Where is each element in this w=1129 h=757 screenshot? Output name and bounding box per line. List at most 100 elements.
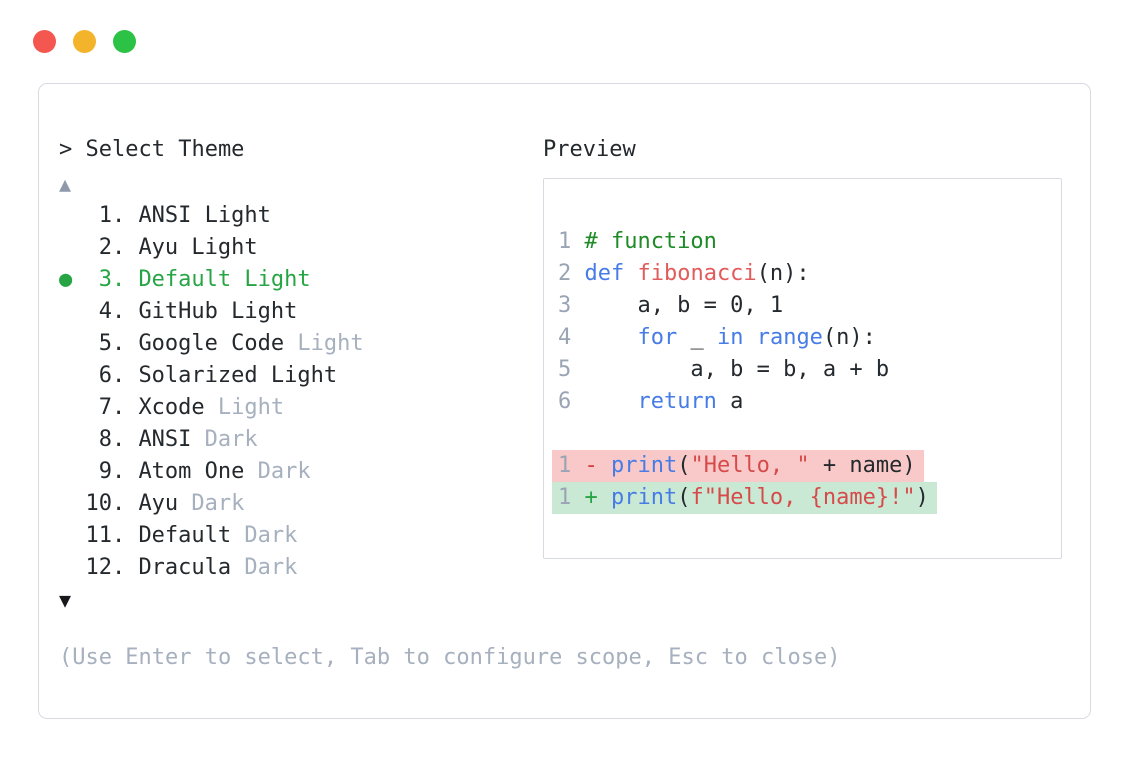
bullet-slot	[59, 552, 72, 584]
code-token: print	[610, 485, 678, 510]
theme-number: 9.	[98, 459, 126, 484]
code-line: 6 return a	[558, 386, 1061, 418]
theme-variant: Dark	[244, 459, 311, 484]
theme-number: 12.	[85, 555, 126, 580]
theme-number: 1.	[98, 203, 126, 228]
diff-highlight-removed: 1- print("Hello, " + name)	[552, 450, 924, 482]
code-token	[584, 325, 637, 350]
theme-variant: Dark	[231, 555, 298, 580]
theme-name: Dracula	[138, 555, 232, 580]
theme-number: 4.	[98, 299, 126, 324]
line-number: 1	[558, 485, 572, 510]
code-token: )	[915, 485, 929, 510]
bullet-slot	[59, 232, 72, 264]
theme-item-2[interactable]: 2. Ayu Light	[59, 232, 364, 264]
code-token: (	[677, 485, 691, 510]
theme-number: 11.	[85, 523, 126, 548]
diff-removed-sign: -	[584, 453, 611, 478]
theme-number: 6.	[98, 363, 126, 388]
theme-list: 1. ANSI Light 2. Ayu Light ● 3. Default Light…	[59, 200, 364, 584]
theme-name: ANSI Light	[138, 203, 271, 228]
diff-highlight-added: 1+ print(f"Hello, {name}!")	[552, 482, 937, 514]
theme-variant: Dark	[231, 523, 298, 548]
code-token: range	[756, 325, 823, 350]
theme-item-8[interactable]: 8.ANSI Dark	[59, 424, 364, 456]
code-token: print	[610, 453, 678, 478]
theme-item-12[interactable]: 12. Dracula Dark	[59, 552, 364, 584]
theme-variant: Dark	[178, 491, 245, 516]
bullet-slot	[59, 424, 72, 456]
theme-name: Default	[138, 523, 232, 548]
line-number: 4	[558, 325, 572, 350]
line-number: 5	[558, 357, 572, 382]
bullet-slot	[59, 456, 72, 488]
code-token	[624, 261, 637, 286]
theme-variant: Light	[284, 331, 364, 356]
theme-number: 2.	[98, 235, 126, 260]
theme-name: GitHub Light	[138, 299, 298, 324]
close-button[interactable]	[33, 30, 56, 53]
theme-item-1[interactable]: 1. ANSI Light	[59, 200, 364, 232]
theme-name: Atom One	[138, 459, 245, 484]
code-token: def	[584, 261, 625, 286]
bullet-slot	[59, 520, 72, 552]
theme-name: Default Light	[138, 267, 311, 292]
bullet-slot	[59, 328, 72, 360]
theme-number: 10.	[85, 491, 126, 516]
bullet-slot	[59, 488, 72, 520]
theme-variant: Light	[204, 395, 285, 420]
theme-item-6[interactable]: 6. Solarized Light	[59, 360, 364, 392]
theme-number: 7.	[98, 395, 126, 420]
line-number: 3	[558, 293, 572, 318]
code-line: 1 # function	[558, 226, 1061, 258]
diff-added-sign: +	[584, 485, 611, 510]
code-token: a, b = 0, 1	[584, 293, 784, 318]
scroll-down-icon[interactable]: ▼	[59, 588, 72, 612]
code-token: return	[637, 389, 717, 414]
theme-item-5[interactable]: 5. Google Code Light	[59, 328, 364, 360]
bullet-slot	[59, 296, 72, 328]
theme-item-4[interactable]: 4. GitHub Light	[59, 296, 364, 328]
code-token: (n):	[822, 325, 876, 350]
code-line: 3 a, b = 0, 1	[558, 290, 1061, 322]
bullet-slot	[59, 392, 72, 424]
scroll-up-icon[interactable]: ▲	[59, 172, 72, 196]
bullet-slot	[59, 200, 72, 232]
theme-variant: Dark	[191, 427, 258, 452]
diff-line-removed: 1- print("Hello, " + name)	[552, 450, 1061, 482]
theme-item-3[interactable]: ● 3. Default Light	[59, 264, 364, 296]
theme-name: Xcode	[138, 395, 205, 420]
code-token: a	[716, 389, 744, 414]
code-token: in	[716, 325, 744, 350]
theme-item-7[interactable]: 7. Xcode Light	[59, 392, 364, 424]
code-token	[743, 325, 756, 350]
minimize-button[interactable]	[73, 30, 96, 53]
theme-item-10[interactable]: 10. Ayu Dark	[59, 488, 364, 520]
line-number: 6	[558, 389, 572, 414]
code-token: a, b = b, a + b	[584, 357, 890, 382]
code-token: for	[637, 325, 678, 350]
bullet-slot	[59, 360, 72, 392]
code-token: + name)	[809, 453, 916, 478]
theme-name: Solarized Light	[138, 363, 338, 388]
selected-bullet-icon: ●	[59, 267, 73, 292]
code-line: 5 a, b = b, a + b	[558, 354, 1061, 386]
code-token: fibonacci	[637, 261, 757, 286]
theme-picker-panel: > Select Theme Preview ▲ 1.ANSI Light 2.…	[38, 83, 1091, 719]
code-token: _	[677, 325, 717, 350]
line-number: 1	[558, 229, 572, 254]
theme-name: Google Code	[138, 331, 285, 356]
theme-number: 5.	[98, 331, 126, 356]
zoom-button[interactable]	[113, 30, 136, 53]
theme-name: Ayu Light	[138, 235, 258, 260]
theme-number: 3.	[98, 267, 126, 292]
code-token: # function	[584, 229, 717, 254]
code-token: (n):	[756, 261, 810, 286]
code-line: 4 for _ in range(n):	[558, 322, 1061, 354]
preview-title: Preview	[543, 137, 636, 162]
code-line	[558, 418, 1061, 450]
theme-name: Ayu	[138, 491, 179, 516]
theme-item-11[interactable]: 11. Default Dark	[59, 520, 364, 552]
theme-item-9[interactable]: 9. Atom One Dark	[59, 456, 364, 488]
